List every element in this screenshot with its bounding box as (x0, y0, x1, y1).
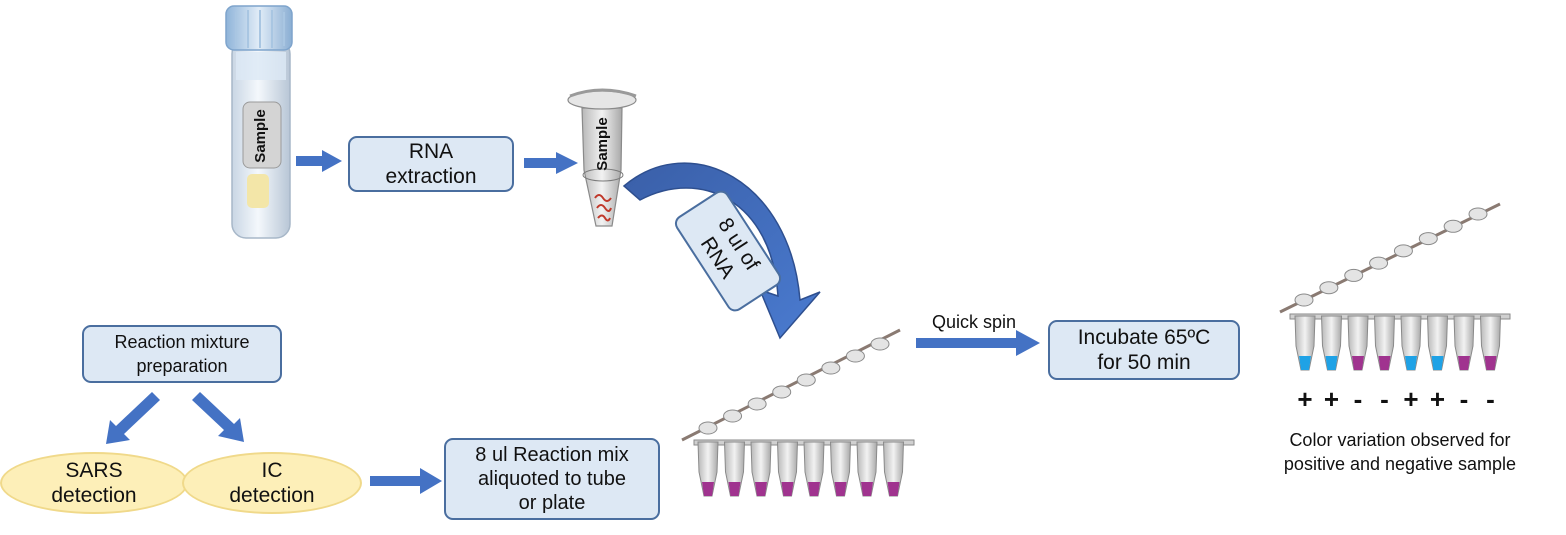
straight-arrows (106, 150, 1040, 494)
tube-cap (772, 385, 792, 399)
pcr-tube (1294, 315, 1316, 371)
reaction-liquid (702, 482, 714, 496)
extraction-tube (567, 88, 637, 227)
reaction-liquid (728, 482, 741, 496)
result-sign: + (1403, 384, 1419, 414)
arrow-extraction-to-tube (524, 152, 578, 174)
tube-cap (1443, 219, 1463, 233)
tube-cap (698, 421, 718, 435)
pcr-tube (1347, 315, 1369, 371)
rna-transfer-curved-arrow (622, 162, 821, 340)
ic-line1: IC (261, 459, 283, 482)
reaction-liquid (755, 482, 767, 496)
result-sign: - (1380, 384, 1389, 414)
tube-cap (1344, 268, 1364, 282)
result-sign: - (1486, 384, 1495, 414)
reaction-liquid (834, 482, 847, 496)
pcr-tube (1426, 315, 1449, 371)
reaction-liquid (1431, 356, 1444, 370)
pcr-tube (723, 441, 746, 497)
pcr-tube (1453, 315, 1475, 371)
arrow-tube-to-extraction (296, 150, 342, 172)
tube-cap (1294, 293, 1314, 307)
aliquot-line1: 8 ul Reaction mix (475, 444, 629, 466)
aliquot-box: 8 ul Reaction mix aliquoted to tube or p… (444, 438, 660, 520)
reaction-liquid (861, 482, 873, 496)
reaction-liquid (1299, 356, 1311, 370)
ic-detection-oval: IC detection (182, 452, 362, 514)
rna-extraction-box: RNA extraction (348, 136, 514, 192)
sample-collection-tube (225, 5, 293, 239)
incubate-line1: Incubate 65ºC (1077, 326, 1211, 349)
rna-extraction-line2: extraction (385, 165, 477, 188)
reaction-liquid (808, 482, 820, 496)
aliquot-line3: or plate (518, 492, 586, 514)
arrow-to-sars (106, 392, 160, 444)
arrow-ic-to-aliquot (370, 468, 442, 494)
rna-extraction-line1: RNA (408, 140, 454, 163)
reaction-mixture-line2: preparation (136, 356, 228, 376)
ic-line2: detection (229, 484, 315, 507)
result-sign: + (1323, 384, 1340, 414)
result-sign: + (1429, 384, 1446, 414)
tube-cap (747, 397, 767, 411)
sars-line1: SARS (65, 459, 123, 482)
pcr-tube (1320, 315, 1343, 371)
strip-caps (698, 337, 890, 435)
pcr-tube (1373, 315, 1396, 371)
sars-detection-oval: SARS detection (0, 452, 188, 514)
result-caption-line2: positive and negative sample (1283, 454, 1517, 474)
pcr-strip-results (1279, 202, 1511, 371)
pcr-tube (776, 441, 799, 497)
tube-cap (796, 373, 816, 387)
tube-cap (870, 337, 890, 351)
quick-spin-label: Quick spin (931, 312, 1017, 332)
reaction-liquid (1325, 356, 1338, 370)
result-sign: - (1353, 384, 1363, 414)
incubate-box: Incubate 65ºC for 50 min (1048, 320, 1240, 380)
reaction-liquid (1484, 356, 1497, 370)
incubate-line2: for 50 min (1097, 351, 1191, 374)
tube-cap (1369, 256, 1389, 270)
tube-cap (1418, 232, 1438, 246)
result-caption-line1: Color variation observed for (1289, 430, 1511, 450)
aliquot-line2: aliquoted to tube (478, 468, 626, 490)
reaction-mixture-line1: Reaction mixture (114, 332, 250, 352)
reaction-liquid (1378, 356, 1391, 370)
reaction-liquid (1352, 356, 1364, 370)
result-sign: + (1297, 384, 1313, 414)
pcr-tube (1479, 315, 1502, 371)
tube-cap (1319, 281, 1339, 295)
pcr-tube (697, 441, 719, 497)
sars-line2: detection (51, 484, 137, 507)
reaction-liquid (781, 482, 794, 496)
pcr-tube (856, 441, 878, 497)
pcr-tube (882, 441, 905, 497)
tube-cap (1393, 244, 1413, 258)
tube-cap (821, 361, 841, 375)
pcr-tube (750, 441, 772, 497)
result-caption: Color variation observed for positive an… (1240, 428, 1560, 476)
reaction-liquid (1405, 356, 1417, 370)
reaction-liquid (887, 482, 900, 496)
sample-tube-label: Sample (252, 109, 269, 163)
pcr-strip-purple (681, 328, 915, 497)
extraction-tube-label: Sample (594, 117, 611, 171)
pcr-tube (829, 441, 852, 497)
reaction-liquid (1458, 356, 1470, 370)
tube-cap (845, 349, 865, 363)
tube-cap (723, 409, 743, 423)
arrow-quick-spin (916, 330, 1040, 356)
reaction-mixture-box: Reaction mixture preparation (82, 325, 282, 383)
result-sign: - (1459, 384, 1469, 414)
tube-cap (1468, 207, 1488, 221)
arrow-to-ic (192, 392, 244, 442)
pcr-tube (803, 441, 825, 497)
pcr-tube (1400, 315, 1422, 371)
